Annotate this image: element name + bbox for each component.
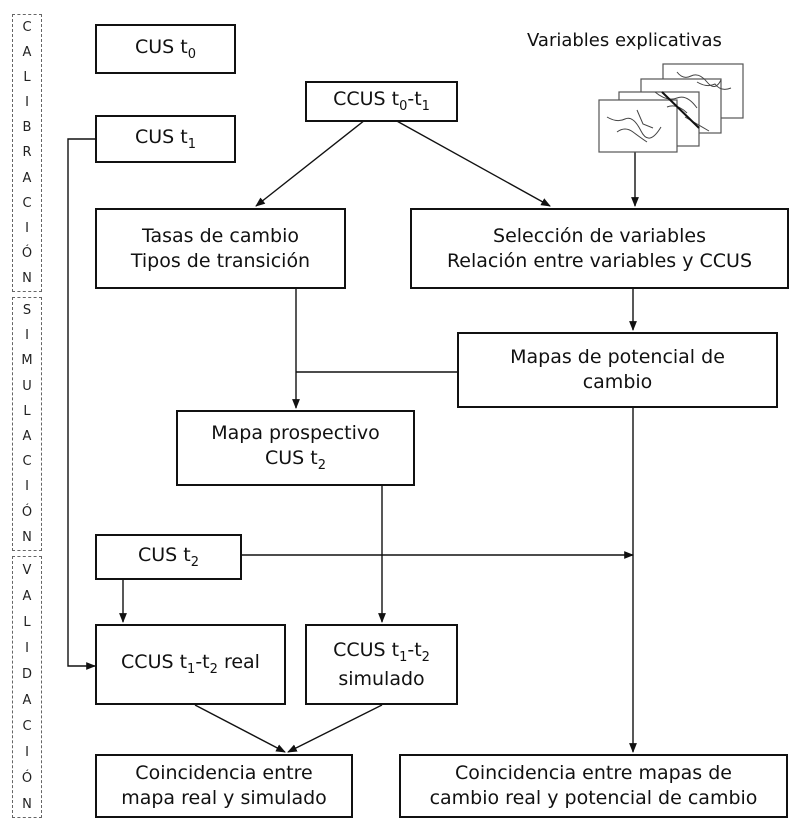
ccus-t0-t1-label: CCUS t0-t1 (333, 88, 430, 114)
phase-letter: V (22, 562, 32, 578)
ccus-t0-t1-box: CCUS t0-t1 (305, 81, 458, 122)
phase-letter: L (23, 403, 31, 419)
phase-letter: C (22, 718, 32, 734)
mapas-potencial-line2: cambio (582, 371, 653, 393)
mapas-potencial-line1: Mapas de potencial de (510, 346, 725, 369)
cus-t2-label: CUS t2 (137, 543, 199, 570)
edge-real-to-coincidencia-1 (194, 704, 286, 753)
cus-t2-box: CUS t2 (95, 534, 242, 580)
phase-letter: L (23, 614, 31, 630)
phase-letter: Ó (21, 504, 33, 520)
phase-letter: I (25, 328, 29, 344)
phase-letter: B (22, 120, 32, 136)
phase-letter: L (23, 70, 31, 86)
prospectivo-line2: CUS t2 (264, 447, 326, 473)
phase-letter: N (22, 796, 32, 812)
tasas-box: Tasas de cambio Tipos de transición (95, 208, 346, 289)
coincidencia-1-box: Coincidencia entre mapa real y simulado (95, 754, 353, 818)
phase-letter: S (22, 303, 32, 319)
coincidencia-2-line1: Coincidencia entre mapas de (455, 762, 732, 785)
phase-letter: A (22, 170, 32, 186)
phase-letter: U (22, 378, 32, 394)
ccus-simulado-line1: CCUS t1-t2 (333, 638, 430, 665)
phase-letter: I (25, 479, 29, 495)
prospectivo-line1: Mapa prospectivo (211, 422, 380, 445)
coincidencia-1-line2: mapa real y simulado (121, 787, 327, 809)
ccus-simulado-line2: simulado (338, 667, 425, 690)
phase-letter: A (22, 429, 32, 445)
phase-letter: A (22, 588, 32, 604)
ccus-real-box: CCUS t1-t2 real (95, 624, 286, 705)
phase-letter: C (22, 195, 32, 211)
phase-letter: A (22, 45, 32, 61)
phase-letter: C (22, 454, 32, 470)
prospectivo-box: Mapa prospectivo CUS t2 (176, 410, 415, 486)
tasas-line1: Tasas de cambio (142, 224, 299, 247)
cus-t0-label: CUS t0 (134, 35, 196, 62)
coincidencia-1-line1: Coincidencia entre (135, 762, 313, 785)
coincidencia-2-box: Coincidencia entre mapas de cambio real … (399, 754, 788, 818)
cus-t1-box: CUS t1 (95, 115, 236, 163)
edge-cus-t1-to-real (67, 138, 96, 670)
edge-ccus-to-tasas (255, 119, 366, 207)
phase-letter: R (22, 145, 32, 161)
phase-letter: Ó (21, 245, 33, 261)
phase-letter: M (21, 353, 33, 369)
phase-letter: I (25, 640, 29, 656)
mapas-potencial-box: Mapas de potencial de cambio (457, 332, 778, 408)
edge-simulado-to-coincidencia-1 (287, 704, 383, 753)
cus-t0-box: CUS t0 (95, 24, 236, 74)
ccus-real-label: CCUS t1-t2 real (121, 651, 260, 677)
phase-letter: I (25, 220, 29, 236)
ccus-simulado-box: CCUS t1-t2 simulado (305, 624, 458, 705)
phase-letter: D (21, 666, 32, 682)
variables-title: Variables explicativas (527, 30, 722, 51)
phase-letter: C (22, 20, 32, 36)
phase-letter: Ó (21, 770, 33, 786)
phase-letter: N (22, 270, 32, 286)
phase-letter: I (25, 95, 29, 111)
seleccion-box: Selección de variables Relación entre va… (410, 208, 789, 289)
seleccion-line2: Relación entre variables y CCUS (446, 249, 753, 272)
edge-ccus-to-seleccion (394, 119, 551, 207)
coincidencia-2-line2: cambio real y potencial de cambio (429, 787, 758, 809)
phase-letter: N (22, 529, 32, 545)
phase-letter: A (22, 692, 32, 708)
map-layers-icon (598, 63, 744, 153)
tasas-line2: Tipos de transición (130, 249, 311, 272)
cus-t1-label: CUS t1 (134, 125, 196, 152)
phase-letter: I (25, 744, 29, 760)
seleccion-line1: Selección de variables (493, 224, 706, 247)
